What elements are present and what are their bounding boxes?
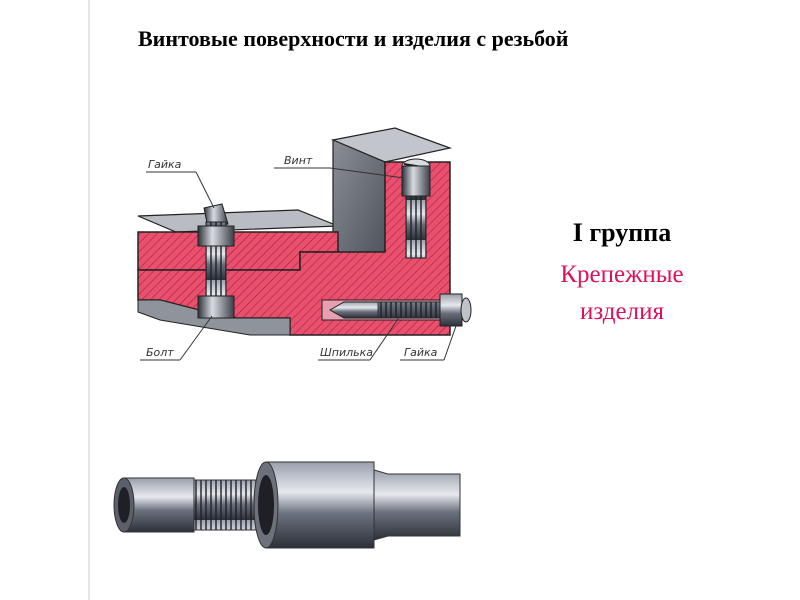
callout-bolt: Болт [146, 346, 174, 359]
callout-nut-top: Гайка [148, 158, 182, 171]
group-name-line2: изделия [580, 298, 664, 325]
slide-left-rule [88, 0, 90, 600]
screw-part [401, 158, 431, 259]
callout-nut-bottom: Гайка [404, 346, 438, 359]
group-number: I группа [572, 218, 672, 247]
stud-part [328, 293, 472, 327]
callouts: Гайка Винт Болт Шпилька Гайка [140, 154, 457, 361]
group-name-line1: Крепежные [560, 261, 684, 288]
group-name: Крепежные изделия [522, 256, 722, 330]
bolt-part [197, 203, 235, 319]
slide-title: Винтовые поверхности и изделия с резьбой [138, 26, 569, 51]
callout-stud: Шпилька [320, 346, 373, 359]
pipe-coupling-figure [113, 461, 461, 549]
callout-screw: Винт [284, 154, 313, 167]
